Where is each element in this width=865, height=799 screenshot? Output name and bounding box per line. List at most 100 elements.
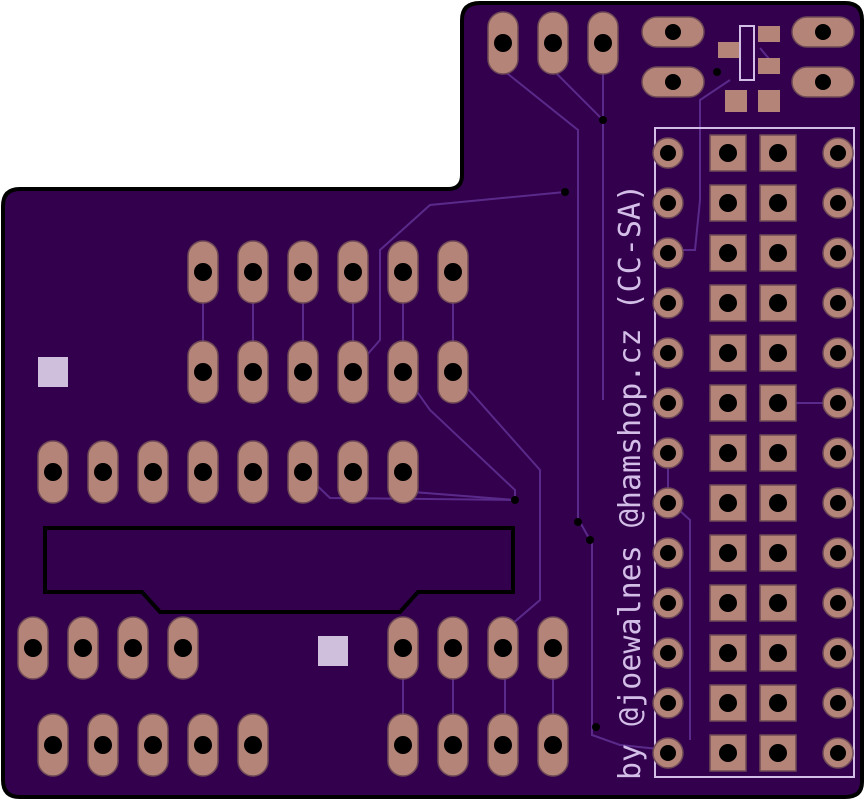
header-pad xyxy=(759,684,797,722)
silkscreen-credit: by @joewalnes @hamshop.cz (CC-SA) xyxy=(613,184,648,780)
header-pin xyxy=(822,337,854,369)
header-pad xyxy=(709,484,747,522)
pad xyxy=(237,713,269,777)
header-pad xyxy=(709,234,747,272)
header-pad xyxy=(759,384,797,422)
header-pin xyxy=(652,237,684,269)
pad xyxy=(137,713,169,777)
pad xyxy=(237,340,269,404)
header-pin xyxy=(822,437,854,469)
header-pad xyxy=(709,534,747,572)
pad xyxy=(137,440,169,504)
pad xyxy=(387,340,419,404)
header-pad xyxy=(709,584,747,622)
pad xyxy=(87,713,119,777)
header-pin xyxy=(822,487,854,519)
header-pin xyxy=(822,737,854,769)
side-pad xyxy=(641,16,705,48)
header-pin xyxy=(822,237,854,269)
pad xyxy=(387,616,419,680)
header-pin xyxy=(652,337,684,369)
pad xyxy=(437,616,469,680)
pad xyxy=(537,713,569,777)
header-pad xyxy=(709,184,747,222)
header-pin xyxy=(652,287,684,319)
pad xyxy=(337,440,369,504)
header-pad xyxy=(759,234,797,272)
pad xyxy=(17,616,49,680)
pad xyxy=(287,440,319,504)
header-pin xyxy=(822,287,854,319)
pad xyxy=(187,440,219,504)
header-pad xyxy=(759,584,797,622)
header-pin xyxy=(652,687,684,719)
vias xyxy=(511,68,721,731)
pad xyxy=(187,713,219,777)
header-pad xyxy=(709,434,747,472)
top-pad xyxy=(487,11,519,75)
top-pad xyxy=(587,11,619,75)
pad xyxy=(117,616,149,680)
header-pad xyxy=(709,134,747,172)
header-pad xyxy=(759,734,797,772)
pad xyxy=(37,440,69,504)
pad xyxy=(537,616,569,680)
header-pad xyxy=(759,534,797,572)
header-pin xyxy=(822,187,854,219)
header-pin xyxy=(822,537,854,569)
pad xyxy=(387,713,419,777)
side-pad xyxy=(791,16,855,48)
pad xyxy=(337,340,369,404)
header-pad xyxy=(709,284,747,322)
smd-marker-left xyxy=(38,357,68,387)
header-pad xyxy=(709,684,747,722)
pad xyxy=(287,240,319,304)
header-pad xyxy=(759,484,797,522)
header-pad xyxy=(759,184,797,222)
pad xyxy=(437,240,469,304)
header-pad xyxy=(759,134,797,172)
header-pin xyxy=(822,587,854,619)
header-pad xyxy=(709,634,747,672)
top-pad xyxy=(537,11,569,75)
pad xyxy=(37,713,69,777)
header-pin xyxy=(652,387,684,419)
pad xyxy=(487,713,519,777)
header-pad xyxy=(759,334,797,372)
side-pad xyxy=(641,66,705,98)
pad xyxy=(437,340,469,404)
header-pin xyxy=(822,687,854,719)
pad xyxy=(387,240,419,304)
pad xyxy=(237,440,269,504)
pad xyxy=(237,240,269,304)
header-pad xyxy=(759,634,797,672)
smd-component xyxy=(718,25,780,112)
header-pad xyxy=(709,384,747,422)
pad xyxy=(387,440,419,504)
header-pin xyxy=(652,587,684,619)
header-pin xyxy=(822,387,854,419)
header-pin xyxy=(652,437,684,469)
pad xyxy=(337,240,369,304)
header-pin xyxy=(652,187,684,219)
header-pad xyxy=(759,284,797,322)
header-pad xyxy=(759,434,797,472)
pads xyxy=(17,11,855,777)
pad xyxy=(87,440,119,504)
pad xyxy=(67,616,99,680)
header-pin xyxy=(822,137,854,169)
pad xyxy=(287,340,319,404)
header-pin xyxy=(652,487,684,519)
header-pin xyxy=(652,137,684,169)
pad xyxy=(487,616,519,680)
header-pin xyxy=(652,637,684,669)
pad xyxy=(437,713,469,777)
pad xyxy=(167,616,199,680)
header-pad xyxy=(709,734,747,772)
ic-outline xyxy=(43,526,515,614)
header-pin xyxy=(652,537,684,569)
header-pin xyxy=(652,737,684,769)
